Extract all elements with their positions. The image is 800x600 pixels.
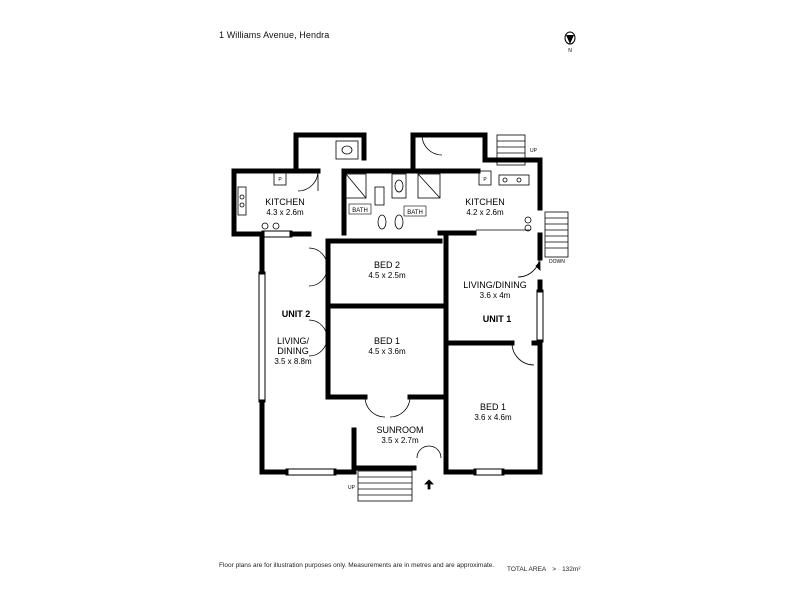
compass-label: N xyxy=(568,48,572,54)
kitchen-right-name: KITCHEN xyxy=(465,197,505,207)
stairs-right: DOWN xyxy=(535,211,569,271)
stairs-up-label: UP xyxy=(530,148,538,154)
bed1-unit1-name: BED 1 xyxy=(480,402,506,412)
total-area-value: 132m² xyxy=(562,566,581,573)
total-area-label: TOTAL AREA xyxy=(507,566,547,573)
pantry-label-left: P xyxy=(278,177,282,183)
unit2-label: UNIT 2 xyxy=(282,309,311,319)
kitchen-left-dims: 4.3 x 2.6m xyxy=(266,208,304,217)
sunroom-dims: 3.5 x 2.7m xyxy=(381,436,419,445)
compass-icon: N xyxy=(564,31,576,54)
bath-left-name: BATH xyxy=(352,208,368,214)
property-address: 1 Williams Avenue, Hendra xyxy=(219,30,330,40)
unit1-label: UNIT 1 xyxy=(483,314,512,324)
total-area-separator: > xyxy=(552,566,557,573)
fixtures xyxy=(237,140,532,232)
stairs-down-label: DOWN xyxy=(549,259,565,265)
stairs-up-bottom-label: UP xyxy=(348,485,356,491)
living-unit2-name-line2: DINING xyxy=(277,346,309,356)
bed1-unit2-dims: 4.5 x 3.6m xyxy=(368,347,406,356)
stairs-top: UP xyxy=(496,134,538,166)
kitchen-right-dims: 4.2 x 2.6m xyxy=(466,208,504,217)
living-unit2-dims: 3.5 x 8.8m xyxy=(274,357,312,366)
windows xyxy=(258,230,544,476)
living-unit1-dims: 3.6 x 4m xyxy=(480,291,511,300)
total-area: TOTAL AREA >132m² xyxy=(507,566,581,573)
living-unit1-name: LIVING/DINING xyxy=(463,280,527,290)
stairs-bottom: UP xyxy=(348,470,434,502)
disclaimer-note: Floor plans are for illustration purpose… xyxy=(219,562,495,569)
bath-right-name: BATH xyxy=(407,210,423,216)
living-unit2-name-line1: LIVING/ xyxy=(277,336,310,346)
doors xyxy=(297,134,541,459)
walls xyxy=(231,132,543,475)
kitchen-left-name: KITCHEN xyxy=(265,197,305,207)
sunroom-name: SUNROOM xyxy=(377,425,424,435)
bed1-unit1-dims: 3.6 x 4.6m xyxy=(474,413,512,422)
bed2-dims: 4.5 x 2.5m xyxy=(368,271,406,280)
pantry-label-right: P xyxy=(483,177,487,183)
bed2-name: BED 2 xyxy=(374,260,400,270)
bed1-unit2-name: BED 1 xyxy=(374,336,400,346)
